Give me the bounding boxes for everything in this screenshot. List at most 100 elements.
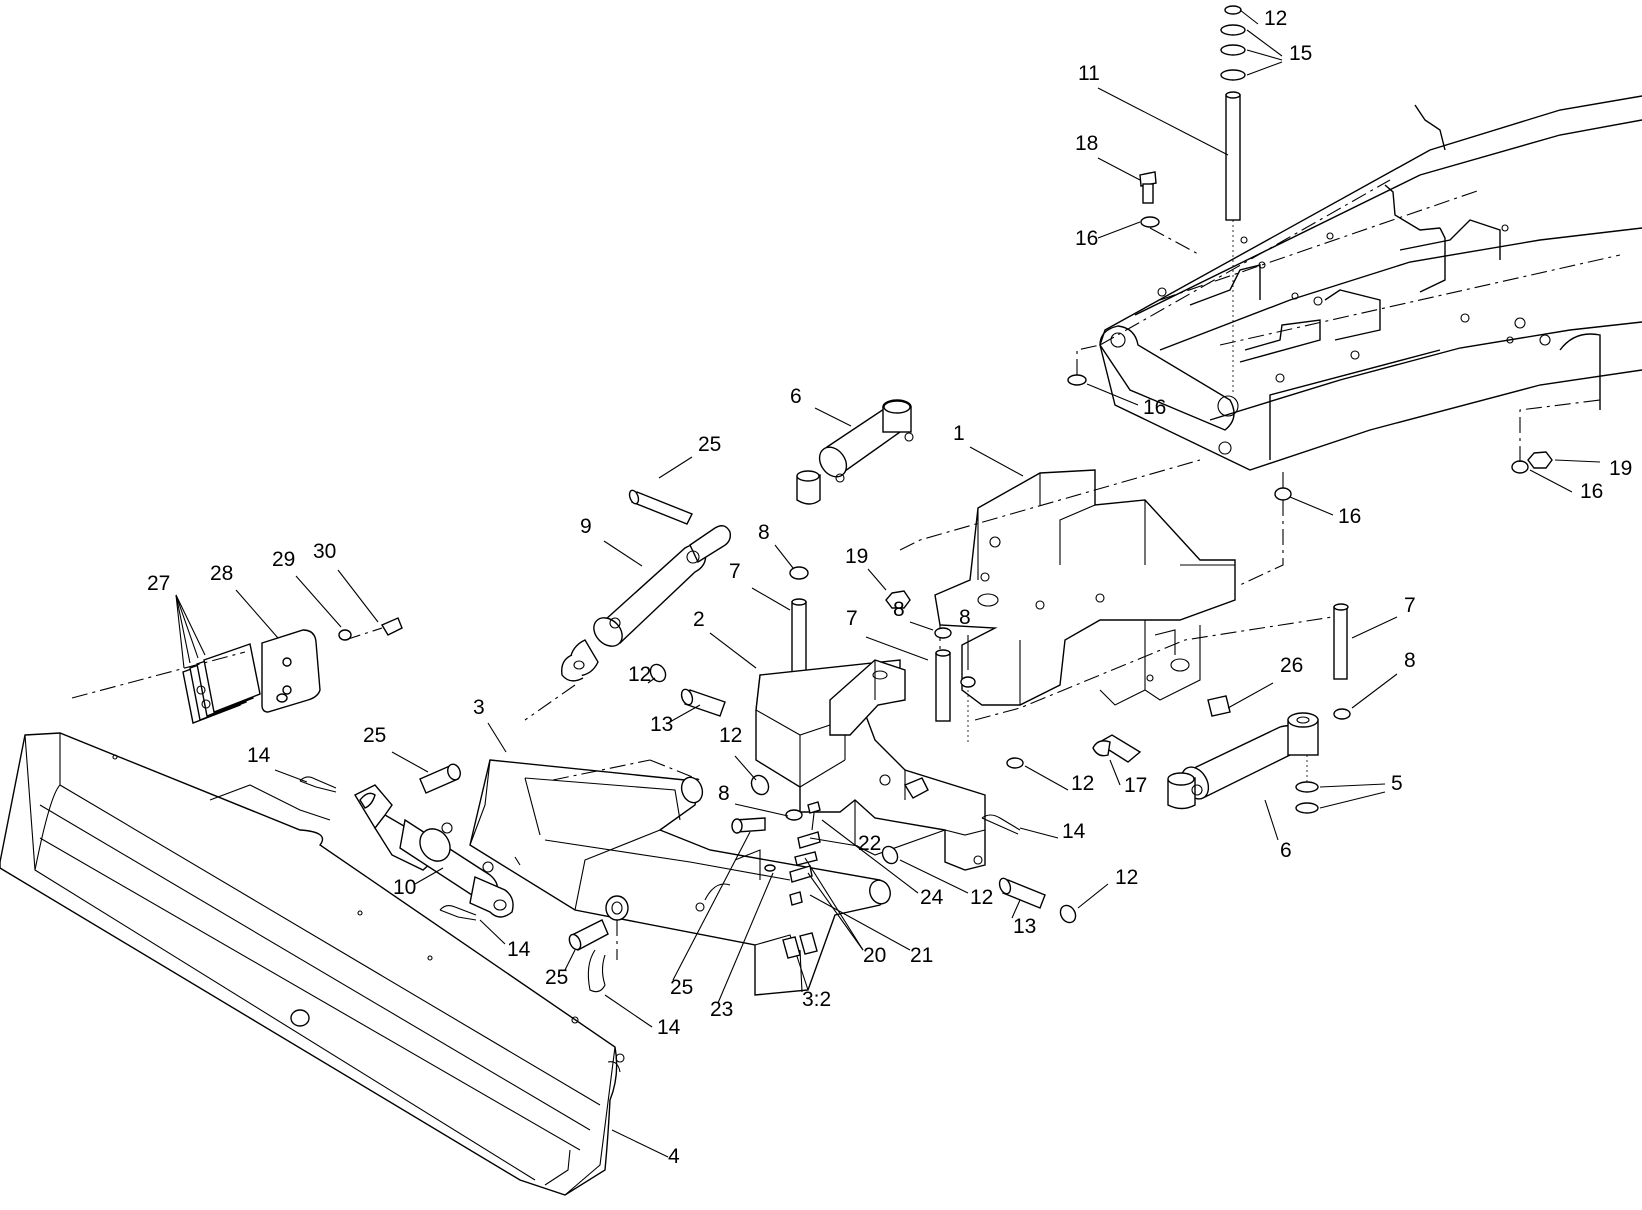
callout-number: 6 — [790, 385, 802, 408]
leader-line — [274, 769, 308, 783]
ring-8-b — [934, 627, 952, 639]
nut-19-right — [1527, 451, 1553, 469]
main-mount-1 — [934, 469, 1236, 706]
callout-number: 10 — [393, 876, 416, 899]
callout-number: 21 — [910, 944, 933, 967]
leader-line — [751, 587, 791, 611]
cylinder-6-upper — [796, 399, 914, 505]
callout-number: 25 — [545, 966, 568, 989]
callout-number: 6 — [1280, 839, 1292, 862]
retaining-ring-12-top — [1224, 5, 1242, 15]
ring-12-center — [649, 663, 667, 683]
plate-26 — [1207, 695, 1231, 717]
leader-line — [487, 722, 507, 753]
callout-number: 14 — [507, 938, 531, 961]
leader-line — [1086, 383, 1139, 406]
shim-20-b — [789, 865, 813, 883]
callout-number: 3:2 — [802, 988, 831, 1011]
callout-number: 12 — [1264, 7, 1287, 30]
leader-line — [734, 755, 757, 781]
leader-line — [909, 621, 934, 631]
leader-line — [175, 594, 191, 664]
callout-number: 28 — [210, 562, 233, 585]
washer-16-right — [1274, 487, 1292, 501]
callout-number: 4 — [668, 1145, 680, 1168]
leader-line — [899, 859, 969, 894]
leader-line — [734, 803, 789, 817]
callout-number: 8 — [758, 521, 770, 544]
wear-pad-28 — [261, 629, 321, 713]
ring-12-under-mount — [1006, 757, 1024, 769]
washer-16-far-right — [1511, 460, 1529, 474]
leader-line — [1246, 49, 1283, 61]
leader-line — [1246, 29, 1283, 57]
leader-line — [814, 407, 852, 427]
callout-number: 24 — [920, 886, 944, 909]
leader-line — [1246, 61, 1283, 76]
bolt-17 — [1092, 734, 1142, 763]
leader-line — [1011, 899, 1021, 919]
leader-line — [1109, 759, 1121, 786]
leader-line — [774, 544, 794, 569]
callout-number: 23 — [710, 998, 733, 1021]
cylinder-9 — [561, 525, 732, 682]
callout-number: 1 — [953, 422, 965, 445]
leader-line — [175, 594, 199, 659]
leader-line — [821, 819, 919, 894]
callout-number: 16 — [1580, 480, 1603, 503]
ring-12-lower — [881, 845, 899, 865]
hardware-20-24 — [764, 801, 821, 906]
pivot-bracket-2 — [755, 659, 986, 871]
ring-8-d — [785, 809, 803, 821]
callout-number: 12 — [628, 663, 651, 686]
leader-line — [672, 831, 751, 981]
shim-pack-27 — [182, 643, 261, 724]
cotter-14-mid — [439, 904, 477, 921]
pin-25-cyl10 — [419, 763, 461, 794]
callout-number: 3 — [473, 696, 485, 719]
leader-line — [809, 894, 911, 951]
callout-number: 8 — [718, 782, 730, 805]
callout-number: 16 — [1143, 396, 1166, 419]
leader-line — [337, 569, 379, 623]
callout-number: 20 — [863, 944, 886, 967]
washer-5-a — [1295, 781, 1319, 793]
leader-line — [969, 446, 1024, 477]
cylinder-10 — [354, 784, 514, 918]
leader-line — [175, 594, 206, 656]
pin-25-middle — [731, 817, 766, 834]
callout-number: 7 — [729, 560, 741, 583]
callout-number: 15 — [1289, 42, 1312, 65]
leader-line — [1289, 496, 1334, 516]
nut-19-center — [885, 590, 911, 609]
washer-15-b — [1220, 44, 1246, 56]
callout-number: 14 — [657, 1016, 681, 1039]
washer-16-lower-left — [1067, 374, 1087, 386]
leader-line — [1319, 791, 1386, 809]
ring-8-c — [960, 676, 976, 688]
leader-line — [604, 994, 653, 1028]
ring-12-mid — [750, 774, 770, 796]
washer-15-c — [1220, 69, 1246, 81]
leader-line — [1529, 469, 1573, 493]
leader-line — [1019, 827, 1059, 839]
callout-number: 25 — [670, 976, 693, 999]
callout-number: 13 — [650, 713, 673, 736]
push-frame-3 — [469, 759, 891, 996]
leader-line — [865, 636, 929, 661]
callout-number: 12 — [719, 724, 742, 747]
callout-number: 12 — [1071, 772, 1094, 795]
callout-number: 25 — [363, 724, 386, 747]
pivot-stack — [1220, 5, 1246, 395]
cotter-14-top — [299, 776, 337, 793]
bolt-30 — [380, 617, 403, 636]
leader-line — [799, 949, 803, 993]
callout-number: 11 — [1078, 62, 1100, 85]
callout-number: 16 — [1338, 505, 1361, 528]
rear-frame — [1099, 95, 1642, 471]
leader-line — [1097, 87, 1229, 156]
cotter-14-right — [981, 814, 1021, 835]
cylinder-6-lower — [1167, 712, 1319, 814]
leader-line — [1319, 783, 1386, 788]
leader-line — [175, 594, 185, 669]
